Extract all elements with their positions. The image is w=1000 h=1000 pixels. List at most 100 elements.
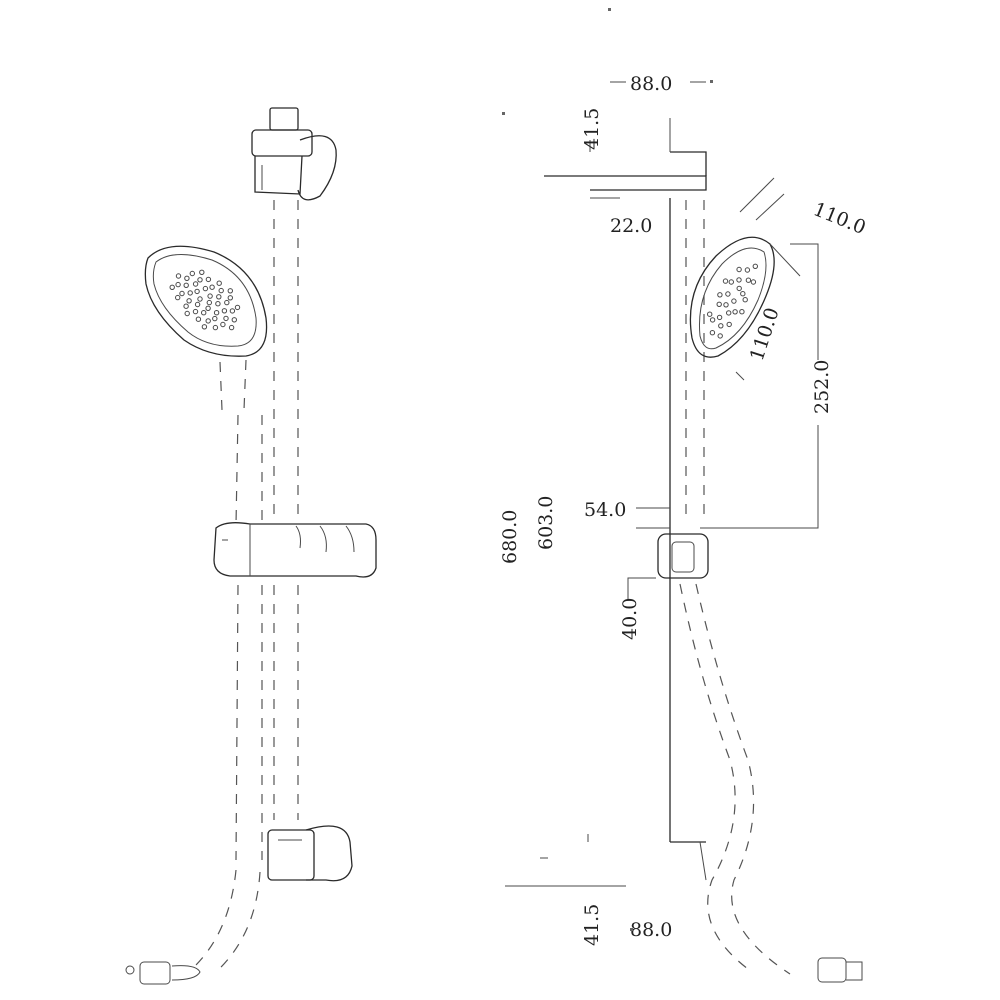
hand-shower-head (144, 245, 268, 357)
nozzle (732, 309, 738, 315)
nozzle (183, 282, 189, 288)
hose-connector-front (125, 961, 201, 985)
nozzle (207, 293, 213, 299)
nozzle (194, 301, 201, 308)
dim-bracket-depth: 22.0 (610, 215, 652, 237)
top-wall-bracket (251, 107, 337, 201)
nozzle (717, 333, 723, 339)
construction-marks (502, 8, 713, 931)
nozzle (739, 309, 745, 315)
nozzle (189, 270, 196, 277)
dim-head-height: 252.0 (811, 360, 833, 414)
nozzle (745, 277, 752, 283)
nozzle (736, 285, 742, 292)
nozzle (197, 296, 203, 302)
nozzle (220, 321, 226, 328)
nozzle (169, 284, 175, 290)
nozzle (183, 303, 189, 309)
nozzle (709, 330, 716, 336)
hose-connector-side (817, 957, 863, 983)
nozzle (224, 299, 230, 306)
nozzle (215, 301, 221, 307)
dim-bar-length: 603.0 (535, 496, 557, 550)
bottom-wall-bracket (267, 825, 353, 882)
side-shower-head (689, 177, 785, 358)
nozzle (184, 275, 190, 281)
nozzle (216, 280, 222, 286)
nozzle (175, 294, 181, 301)
nozzle (201, 310, 207, 316)
nozzle (725, 291, 731, 297)
side-hose (679, 583, 791, 975)
side-top-bracket (544, 118, 707, 199)
slider-holder (213, 522, 377, 578)
nozzle (234, 304, 241, 311)
dimension-lines (505, 81, 819, 887)
nozzle (726, 321, 732, 328)
nozzle (722, 278, 729, 284)
nozzle (192, 308, 199, 315)
nozzle (187, 290, 193, 296)
nozzle (197, 277, 203, 283)
nozzle (179, 290, 185, 297)
nozzle (184, 310, 190, 317)
dim-total-length: 680.0 (499, 510, 521, 564)
nozzle (707, 311, 713, 317)
nozzle (229, 308, 236, 314)
nozzle (205, 276, 212, 283)
nozzle (212, 324, 219, 331)
side-view: 88.0 41.5 22.0 110.0 110.0 252.0 54.0 68… (499, 8, 869, 983)
dim-holder-offset: 54.0 (584, 499, 626, 521)
nozzle (186, 298, 192, 304)
nozzle (717, 292, 723, 298)
nozzle (736, 277, 742, 283)
nozzle (213, 310, 220, 316)
nozzle (209, 284, 215, 290)
nozzle (750, 279, 757, 285)
dim-head-diameter-a: 110.0 (810, 198, 869, 239)
nozzle (199, 269, 205, 275)
dimension-texts: 88.0 41.5 22.0 110.0 110.0 252.0 54.0 68… (499, 73, 869, 946)
nozzle-pattern (169, 269, 241, 331)
nozzle (223, 315, 229, 322)
nozzle (716, 301, 722, 307)
nozzle (752, 263, 758, 269)
nozzle (205, 318, 211, 324)
hose-front (195, 584, 263, 973)
nozzle (201, 324, 208, 330)
nozzle (709, 317, 716, 323)
dim-bottom-offset: 41.5 (581, 904, 603, 946)
dim-top-offset: 41.5 (581, 108, 603, 150)
nozzle (736, 266, 742, 273)
front-view (125, 107, 377, 985)
dim-bottom-width: 88.0 (630, 919, 672, 941)
side-rail (669, 198, 706, 843)
nozzle (192, 281, 199, 287)
nozzle (728, 279, 734, 285)
nozzle (744, 267, 751, 273)
nozzle (202, 285, 209, 292)
nozzle (194, 288, 200, 295)
nozzle (740, 291, 746, 297)
dim-holder-size: 40.0 (619, 598, 641, 640)
nozzle (205, 305, 211, 311)
nozzle (742, 297, 748, 303)
nozzle (206, 299, 213, 306)
nozzle (718, 323, 724, 329)
nozzle (731, 298, 737, 304)
nozzle (195, 316, 202, 322)
side-nozzle-pattern (707, 263, 758, 339)
nozzle (175, 273, 182, 279)
hand-shower-handle (219, 359, 263, 526)
nozzle (227, 295, 234, 301)
side-holder (657, 533, 709, 579)
nozzle (228, 324, 235, 331)
nozzle (212, 315, 218, 322)
dim-top-width: 88.0 (630, 73, 672, 95)
nozzle (175, 281, 181, 288)
nozzle (218, 287, 224, 294)
nozzle (231, 317, 238, 323)
riser-rail (273, 200, 299, 820)
nozzle (227, 288, 234, 294)
